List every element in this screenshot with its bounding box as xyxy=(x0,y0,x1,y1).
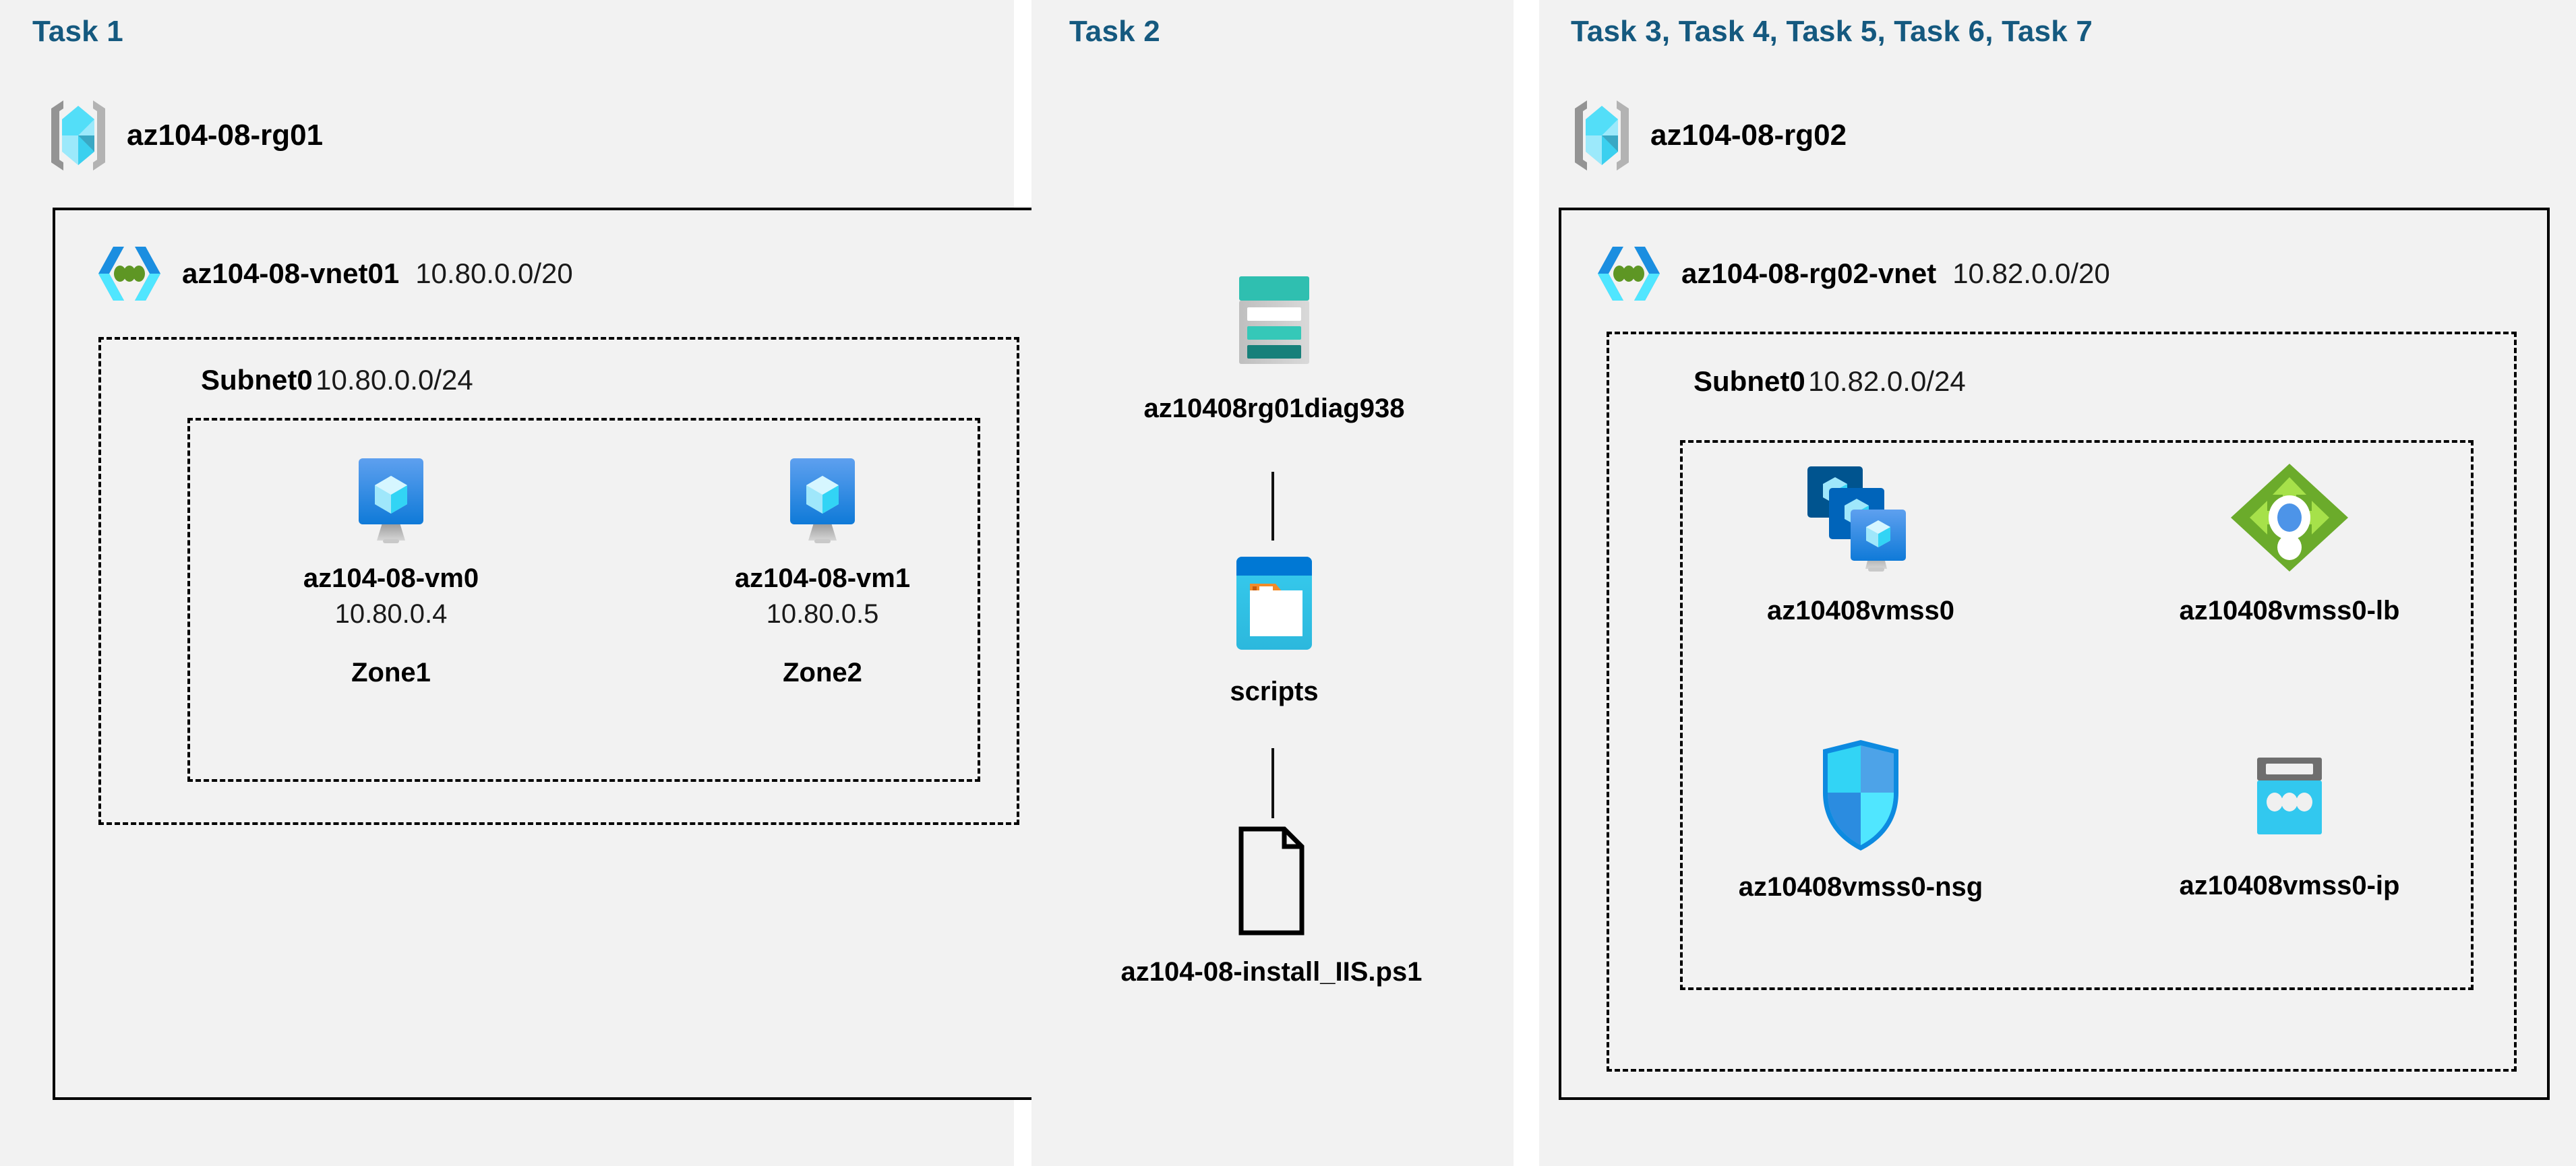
vnet-box-az104-08-rg02-vnet xyxy=(1559,208,2550,1100)
node-zone: Zone2 xyxy=(783,658,862,687)
node-az10408vmss0-nsg[interactable]: az10408vmss0-nsg xyxy=(1733,735,1989,902)
connector-scripts-to-file xyxy=(1271,748,1274,818)
resources-box-task3to7 xyxy=(1680,440,2474,990)
vnet-header-az104-08-vnet01: az104-08-vnet01 10.80.0.0/20 xyxy=(93,243,573,305)
node-az104-08-install-iis-ps1[interactable]: az104-08-install_IIS.ps1 xyxy=(1121,824,1422,987)
task-title-3to7: Task 3, Task 4, Task 5, Task 6, Task 7 xyxy=(1571,15,2093,48)
load-balancer-icon xyxy=(2225,458,2354,580)
subnet-name: Subnet0 xyxy=(1694,365,1805,397)
vnet-cidr: 10.80.0.0/20 xyxy=(415,257,573,289)
blob-container-icon xyxy=(1207,546,1342,661)
node-az10408vmss0-ip[interactable]: az10408vmss0-ip xyxy=(2168,747,2411,901)
resource-group-icon xyxy=(1571,98,1633,173)
file-icon xyxy=(1226,824,1317,941)
vnet-cidr: 10.82.0.0/20 xyxy=(1952,257,2110,289)
node-label: az10408vmss0 xyxy=(1766,596,1955,625)
node-az10408vmss0[interactable]: az10408vmss0 xyxy=(1739,458,1982,626)
storage-account-icon xyxy=(1207,263,1342,377)
node-az10408vmss0-lb[interactable]: az10408vmss0-lb xyxy=(2168,458,2411,626)
virtual-machine-icon xyxy=(340,453,442,547)
node-label: az104-08-vm0 xyxy=(303,563,479,593)
resource-group-az104-08-rg01: az104-08-rg01 xyxy=(47,98,323,173)
virtual-machine-icon xyxy=(772,453,873,547)
node-ip: 10.80.0.5 xyxy=(766,599,879,629)
node-zone: Zone1 xyxy=(351,658,431,687)
node-az104-08-vm0[interactable]: az104-08-vm0 10.80.0.4 Zone1 xyxy=(290,453,492,688)
vm-scale-set-icon xyxy=(1797,458,1925,580)
vnet-header-az104-08-rg02-vnet: az104-08-rg02-vnet 10.82.0.0/20 xyxy=(1592,243,2110,305)
node-label: az10408rg01diag938 xyxy=(1143,394,1405,423)
node-ip: 10.80.0.4 xyxy=(334,599,448,629)
resource-group-label: az104-08-rg02 xyxy=(1650,119,1847,152)
subnet-cidr: 10.80.0.0/24 xyxy=(316,364,473,396)
subnet-name: Subnet0 xyxy=(201,364,313,396)
node-label: az104-08-install_IIS.ps1 xyxy=(1120,957,1422,987)
node-label: az10408vmss0-lb xyxy=(2179,596,2400,625)
virtual-network-icon xyxy=(1592,243,1665,305)
vnet-name: az104-08-rg02-vnet xyxy=(1681,257,1937,289)
zone-box-task1 xyxy=(187,418,980,782)
node-scripts[interactable]: scripts xyxy=(1146,546,1402,707)
node-label: az10408vmss0-ip xyxy=(2179,871,2400,900)
vnet-name: az104-08-vnet01 xyxy=(182,257,400,289)
node-label: scripts xyxy=(1230,677,1319,706)
subnet-box-task3to7 xyxy=(1607,332,2517,1072)
subnet-header-task1: Subnet0 10.80.0.0/24 xyxy=(201,364,473,396)
node-label: az104-08-vm1 xyxy=(734,563,911,593)
resource-group-label: az104-08-rg01 xyxy=(127,119,324,152)
public-ip-address-icon xyxy=(2236,747,2343,855)
connector-storage-to-scripts xyxy=(1271,472,1274,541)
resource-group-icon xyxy=(47,98,109,173)
task-title-1: Task 1 xyxy=(32,15,123,48)
node-az104-08-vm1[interactable]: az104-08-vm1 10.80.0.5 Zone2 xyxy=(721,453,924,688)
virtual-network-icon xyxy=(93,243,166,305)
node-label: az10408vmss0-nsg xyxy=(1738,872,1983,902)
subnet-box-task1 xyxy=(98,337,1019,825)
network-security-group-icon xyxy=(1807,735,1915,856)
subnet-cidr: 10.82.0.0/24 xyxy=(1808,365,1966,397)
resource-group-az104-08-rg02: az104-08-rg02 xyxy=(1571,98,1847,173)
node-az10408rg01diag938[interactable]: az10408rg01diag938 xyxy=(1143,263,1405,424)
subnet-header-task3to7: Subnet0 10.82.0.0/24 xyxy=(1694,365,1966,398)
task-title-2: Task 2 xyxy=(1069,15,1160,48)
